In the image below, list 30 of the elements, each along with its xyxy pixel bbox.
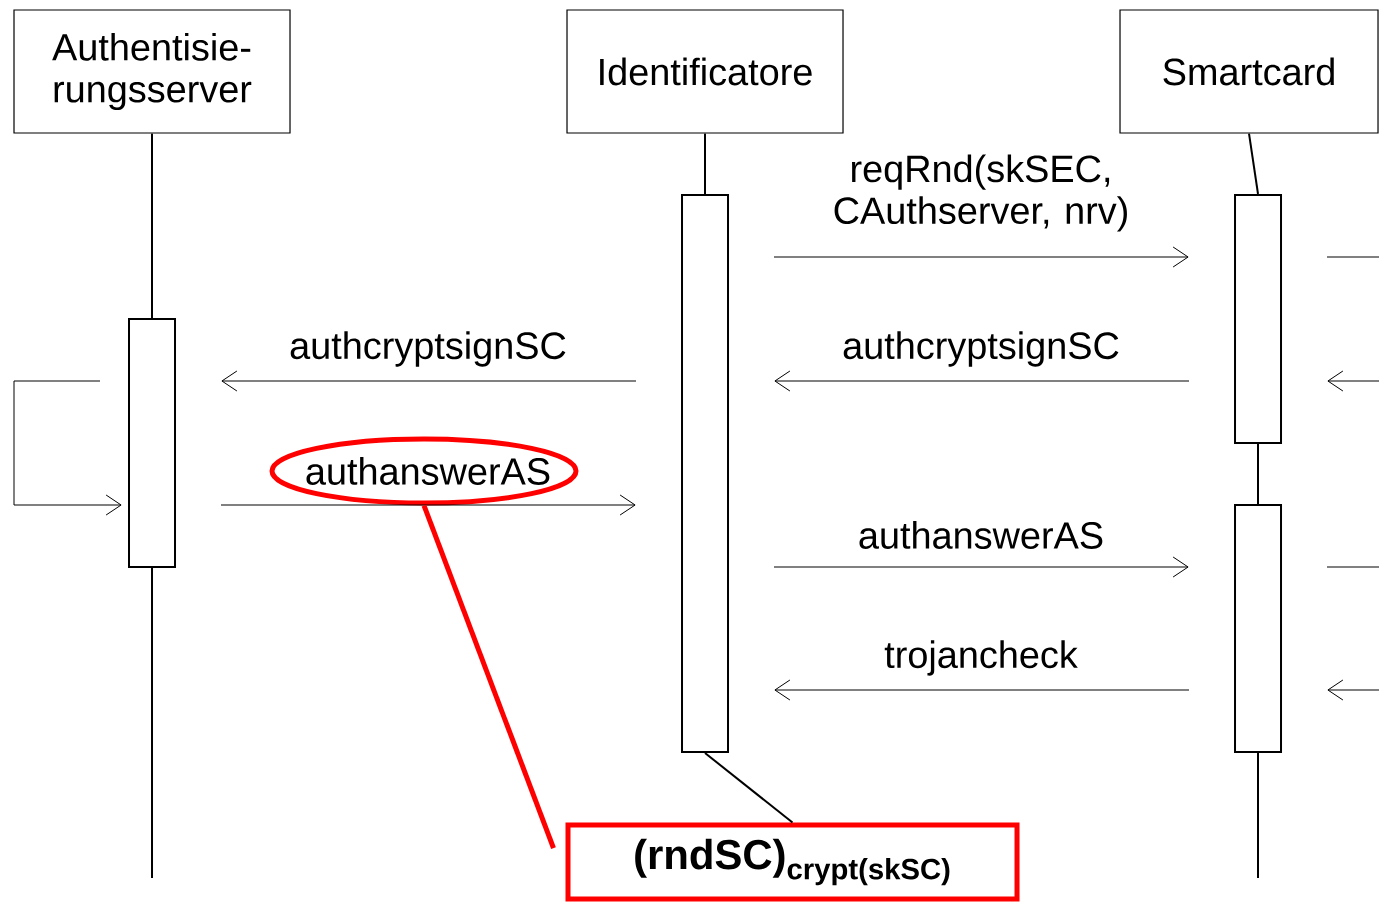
activation-bar (1234, 194, 1282, 444)
leader-line (421, 504, 556, 849)
message-label: authanswerAS (859, 521, 1103, 549)
participant-box: Identificatore (566, 9, 844, 134)
message-label: reqRnd(skSEC, CAuthserver, nrv) (834, 154, 1127, 232)
message-label: authanswerAS (306, 457, 550, 485)
lifeline (151, 567, 153, 879)
lifeline (704, 752, 794, 824)
highlight-ellipse (269, 436, 579, 506)
activation-bar (1234, 504, 1282, 753)
message-arrow (773, 556, 1189, 578)
lifeline (704, 132, 706, 195)
lifeline (151, 132, 153, 319)
activation-bar (681, 194, 729, 753)
message-arrow (774, 679, 1190, 701)
message-label: trojancheck (884, 640, 1078, 676)
message-arrow (774, 370, 1190, 392)
lifeline (1257, 443, 1259, 505)
participant-box: Smartcard (1119, 9, 1379, 134)
message-label: authcryptsignSC (290, 331, 566, 367)
message-arrow (221, 370, 637, 392)
message-arrow (220, 494, 636, 516)
message-arrow (773, 246, 1189, 268)
participant-box: Authentisie- rungsserver (13, 9, 291, 134)
lifeline (1248, 132, 1259, 195)
message-label: authcryptsignSC (843, 331, 1119, 367)
callout-box: $\textbf{(rndSC)}_{\textbf{crypt(skSC)}}$ (565, 822, 1020, 902)
message-arrow (13, 380, 122, 516)
lifeline (1257, 752, 1259, 879)
activation-bar (128, 318, 176, 568)
